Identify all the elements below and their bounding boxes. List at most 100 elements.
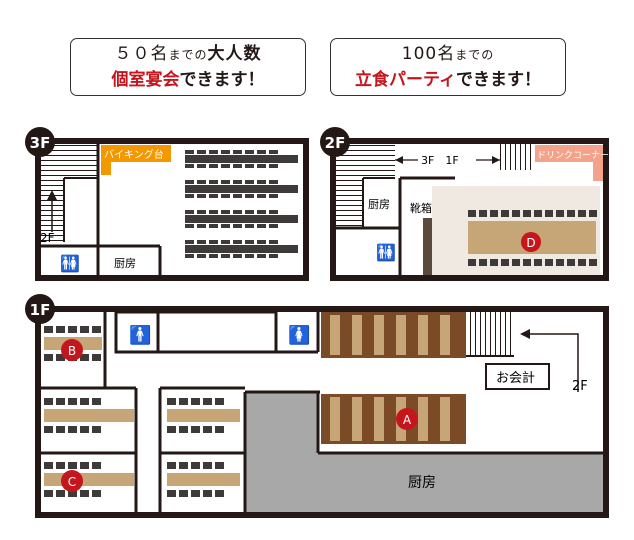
long-table [185,155,298,163]
chair [197,164,206,168]
chair [567,259,575,266]
chair [221,164,230,168]
drink-corner [535,145,603,162]
chair [269,224,278,228]
drink-corner-label: ドリンクコーナー [537,150,609,161]
chair [197,210,206,214]
chair [269,210,278,214]
buffet-counter [101,145,171,162]
womens-toilet-icon: 🚺 [288,324,310,346]
chair [468,210,476,217]
chair [257,164,266,168]
chair [479,259,487,266]
chair [221,150,230,154]
chair [245,164,254,168]
chair [512,259,520,266]
chair [233,224,242,228]
booth-seat [374,397,384,441]
chair [44,490,53,497]
chair [233,180,242,184]
floor-1f: 厨房 🚹 🚺 2F お会計 B C A [35,306,609,518]
chair [44,462,53,469]
svg-text:1F: 1F [30,301,51,319]
chair [92,462,101,469]
floor-2f-stairs-left [336,144,395,228]
chair [44,326,53,333]
room-c-marker [61,470,83,492]
chair [501,210,509,217]
room-c-label: C [68,475,76,489]
chair [68,398,77,405]
chair [209,240,218,244]
chair [221,210,230,214]
chair [44,398,53,405]
chair [56,326,65,333]
chair [245,194,254,198]
chair [80,426,89,433]
chair [215,398,224,405]
floor-1f-kitchen-label: 厨房 [408,475,436,491]
chair [191,462,200,469]
booth-seat [440,397,450,441]
booth-seat [440,315,450,355]
chair [56,462,65,469]
chair [185,164,194,168]
chair [185,194,194,198]
booth-seat [418,315,428,355]
chair [512,210,520,217]
chair [197,240,206,244]
standing-party-label: 立食パーティ [355,69,456,90]
badge-2f: 2F [320,127,350,157]
chair [185,180,194,184]
chair [56,426,65,433]
chair [567,210,575,217]
table [44,473,134,486]
chair [221,240,230,244]
chair [233,150,242,154]
chair [179,398,188,405]
shoe-box [423,218,432,275]
chair [209,210,218,214]
chair [257,254,266,258]
long-table [185,185,298,193]
chair [203,398,212,405]
chair [185,254,194,258]
register-label: お会計 [496,370,535,386]
chair [269,194,278,198]
svg-text:2F: 2F [325,134,346,152]
chair [233,164,242,168]
chair [179,426,188,433]
chair [245,240,254,244]
chair [92,490,101,497]
room-d-marker [521,232,541,252]
chair [257,224,266,228]
chair [92,426,101,433]
room-a-marker [396,408,418,430]
chair [221,254,230,258]
register [485,363,550,390]
chair [245,210,254,214]
chair [56,398,65,405]
chair [589,210,597,217]
chair [191,398,200,405]
toilet-icon-2f: 🚻 [376,243,396,262]
chair [233,240,242,244]
booth-seat [330,397,340,441]
chair [233,194,242,198]
chair [269,254,278,258]
chair [80,354,89,361]
route-arrow-icon [527,333,579,392]
chair [80,326,89,333]
chair [92,398,101,405]
chair [179,462,188,469]
arrow-left-icon [395,156,403,164]
booth-seat [352,315,362,355]
chair [523,259,531,266]
chair [185,224,194,228]
booth-seat [418,397,428,441]
chair [245,254,254,258]
chair [56,354,65,361]
floor-2f-kitchen-label: 厨房 [368,198,390,211]
chair [545,259,553,266]
chair [269,180,278,184]
